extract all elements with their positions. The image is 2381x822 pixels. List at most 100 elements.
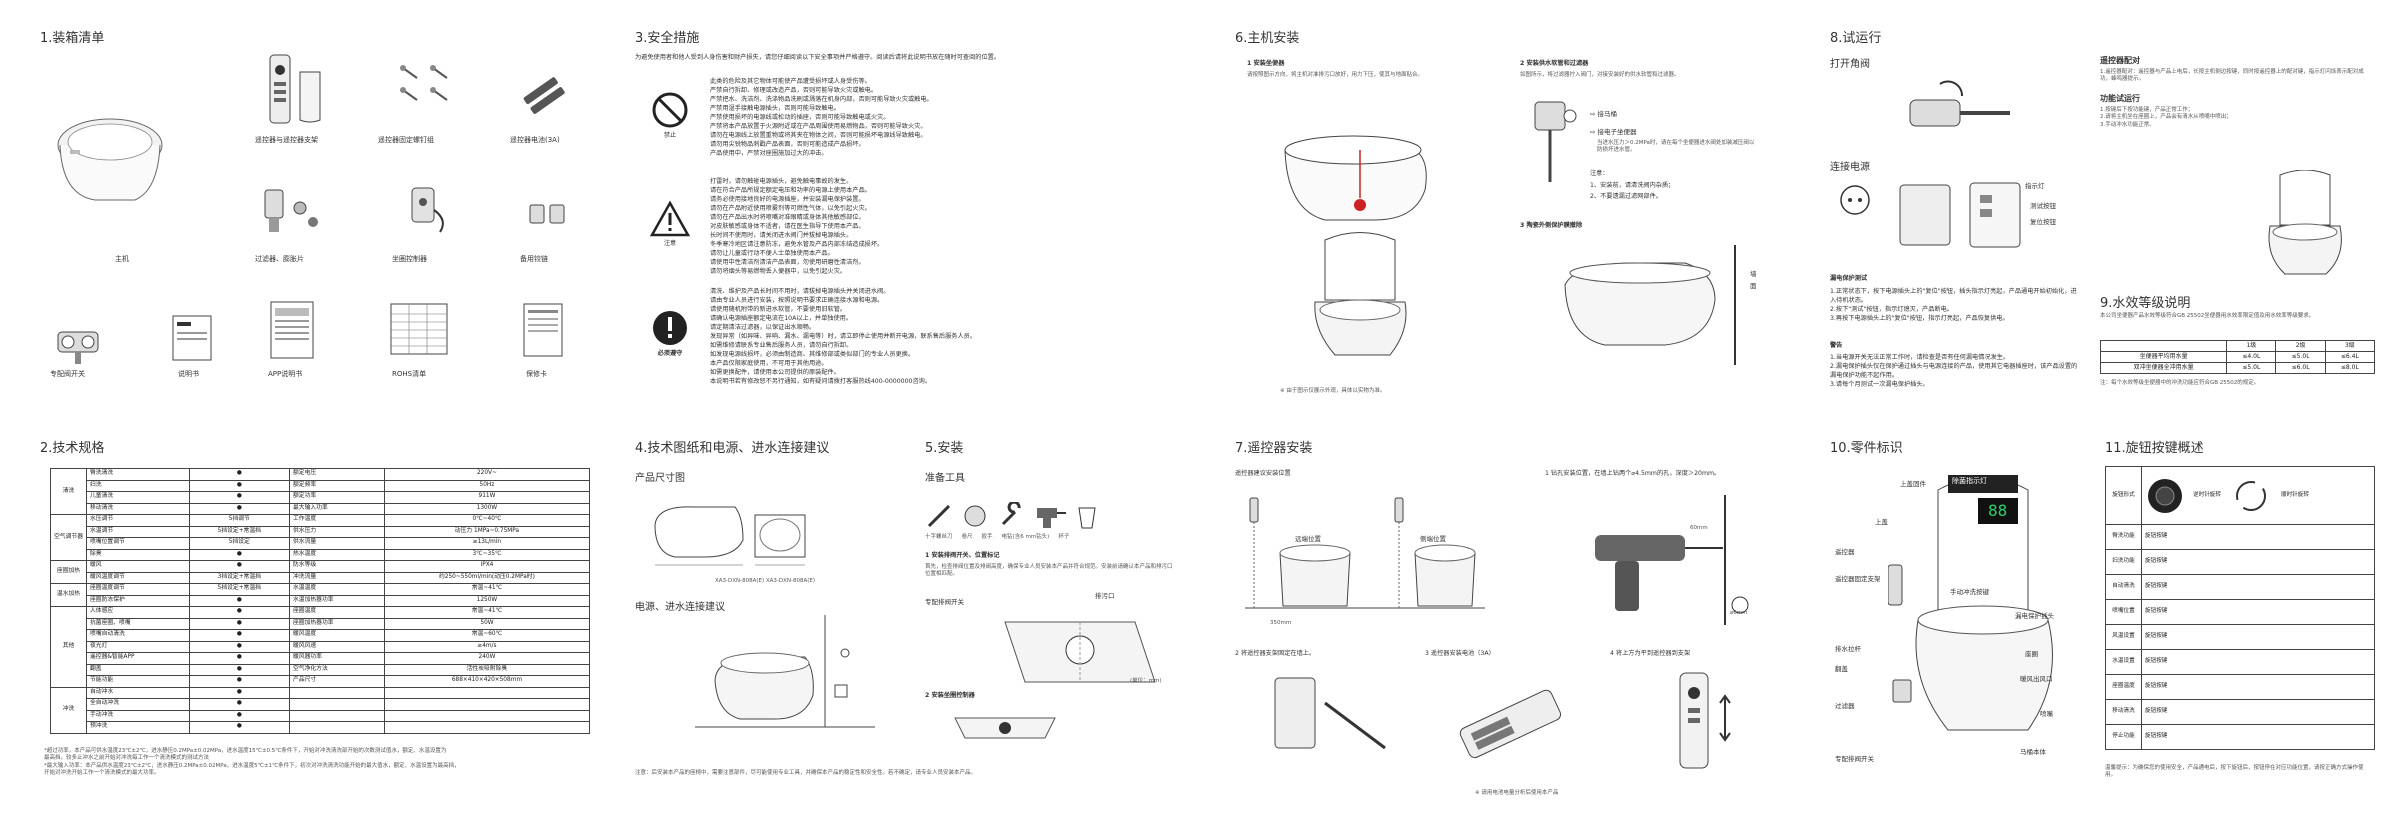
spec-cell: ● (188, 502, 290, 515)
spec-cell: ● (188, 629, 290, 642)
size-drawing (635, 495, 815, 575)
spec-row: 夜光灯●暖风风速≥4m/s (51, 640, 591, 653)
battery-illustration (520, 70, 570, 120)
section-packing-list: 1.装箱清单 主机 遥控器与遥控器支架 (40, 30, 600, 410)
spec-cell: 工作温度 (288, 514, 385, 527)
knob-action-text: 旋钮按键 (2145, 683, 2168, 690)
item-label: 主机 (115, 255, 129, 263)
spec-cell: 自动冲水 (86, 686, 190, 699)
spec-cell: 额定频率 (288, 479, 385, 492)
part-label: 遥控器固定支架 (1835, 575, 1881, 583)
power-plug-drawing (1830, 175, 2070, 265)
spec-cell: 暖风 (86, 560, 190, 573)
safety-line: 严禁自行拆卸、修理或改造产品，否则可能导致火灾或触电。 (710, 86, 878, 94)
pair-title: 遥控器配对 (2100, 56, 2140, 65)
product-size-label: 产品尺寸图 (635, 472, 685, 484)
section-water-efficiency: 遥控器配对 1.遥控器配对：遥控器与产品上电后，长按主机侧边按键，同时按遥控器上… (2100, 55, 2380, 410)
safety-intro: 为避免使用者和他人受到人身伤害和财产损失，请您仔细阅读以下安全事项并严格遵守。阅… (635, 54, 1001, 61)
manual-illustration (165, 310, 220, 365)
spec-group: 清洗 (50, 468, 87, 515)
dim-6mm: ⌀6mm (1730, 610, 1748, 616)
spec-cell: 常温~41℃ (383, 606, 591, 619)
water-cell: ≤6.4L (2324, 351, 2376, 364)
spec-cell: 额定电压 (288, 468, 385, 481)
knob-row-content: 旋钮按键 (2141, 574, 2375, 600)
spec-cell: 5挡设定+常温挡 (188, 525, 290, 538)
func-step: 3.手动冲水功能正常。 (2100, 121, 2155, 128)
knob-action-text: 旋钮按键 (2145, 658, 2168, 665)
install-step1-desc: 首先，检查排阀位置及排阀高度，确保专业人员安装本产品并符合规范。安装前请确认本产… (925, 564, 1173, 578)
spec-cell: ● (188, 548, 290, 561)
section-title: 8.试运行 (1830, 31, 1882, 46)
leak-step: 2.按下"测试"按钮，指示灯熄灭，产品断电。 (1830, 305, 1953, 313)
drill-drawing (1555, 495, 1755, 625)
spec-cell: 活性炭吸附除臭 (383, 663, 591, 676)
spec-cell: 水温调节 (86, 525, 190, 538)
knob-action-text: 旋钮按键 (2145, 708, 2168, 715)
mount-drawing (1655, 668, 1745, 778)
test-button-label: 测试按钮 (2030, 202, 2056, 210)
safety-line: 本说明书若有修改恕不另行通知，如有疑问请拨打客服热线400-0000000咨询。 (710, 377, 932, 385)
warn-steps: 1.当电源开关无法正常工作时，请检查是否有任何漏电情况发生。2.漏电保护插头仅在… (1830, 354, 2080, 390)
part-label: 过滤器 (1835, 702, 1855, 710)
tool-names: 十字螺丝刀 卷尺 扳手 电钻(含6 mm钻头) 杯子 (925, 534, 1069, 541)
far-position-label: 远端位置 (1295, 535, 1321, 543)
spec-cell: 供水压力 (288, 525, 385, 538)
section-title: 4.技术图纸和电源、进水连接建议 (635, 441, 830, 456)
power-connection-label: 电源、进水连接建议 (635, 602, 725, 613)
main-step2: 2 安装供水软管和过滤器 (1520, 60, 1589, 67)
power-drawing (685, 615, 885, 735)
spec-row: 翻盖●空气净化方法活性炭吸附除臭 (51, 663, 591, 676)
section-title: 2.技术规格 (40, 441, 105, 456)
spec-cell: ● (188, 640, 290, 653)
remote-step1: 1 钻孔安装位置，在墙上钻两个⌀4.5mm的孔，深度＞20mm。 (1545, 470, 1721, 477)
unit-label: (单位：mm) (1130, 678, 1162, 684)
knob-row: 喷嘴位置旋钮按键 (2105, 599, 2375, 625)
section-title: 10.零件标识 (1830, 441, 1903, 456)
water-cell: ≤4.0L (2226, 351, 2277, 364)
main-caption: ※ 由于图示仅展示外观，具体以实物为准。 (1280, 388, 1386, 394)
spec-cell: 5挡调节 (188, 514, 290, 527)
leak-steps: 1.正常状态下，按下电源插头上的"复位"按钮，插头指示灯亮起，产品通电开始初始化… (1830, 288, 2080, 324)
safety-line: 如需更换配件，请使用本公司提供的原装配件。 (710, 368, 840, 376)
item-label: 坐圈控制器 (392, 255, 427, 263)
hose-drawing (1520, 92, 1590, 192)
must-icon (653, 311, 687, 345)
knob-row-content: 旋钮按键 (2141, 699, 2375, 725)
pair-text: 1.遥控器配对：遥控器与产品上电后，长按主机侧边按键，同时按遥控器上的配对键，指… (2100, 68, 2364, 83)
item-label: 过滤器、膨胀片 (255, 255, 304, 263)
knob-row: 座圈温度旋钮按键 (2105, 674, 2375, 700)
spec-cell: 动压力 1MPa~0.75MPa (383, 525, 591, 538)
item-label: 专配阀开关 (50, 370, 85, 378)
app-manual-illustration (265, 298, 320, 363)
safety-line: 严禁把水、洗洁剂、洗涤物品洗刷或溅落在机身内部，否则可能导致火灾或触电。 (710, 95, 933, 103)
spec-cell: 50W (383, 617, 591, 630)
func-title: 功能试运行 (2100, 94, 2140, 104)
hose-label-seat: ⇨ 接电子坐便器 (1590, 128, 1637, 136)
safety-line: 请勿在电源线上放置重物或将其夹在物体之间，否则可能损坏电源线导致触电。 (710, 131, 927, 139)
dim-60mm: 60mm (1690, 525, 1708, 531)
main-step3: 3 陶瓷外侧保护膜撤除 (1520, 222, 1583, 229)
spec-cell: 喷嘴位置调节 (86, 537, 190, 550)
spec-cell: 手动冲洗 (86, 709, 190, 722)
spec-cell (288, 686, 385, 699)
knob-label: 逆时针旋转 (2193, 491, 2221, 498)
item-label: 说明书 (178, 370, 199, 378)
install-step1: 1 安装排阀开关、位置标记 (925, 552, 1000, 559)
spec-group: 温水加热 (50, 583, 87, 607)
knob-row: 风温设置旋钮按键 (2105, 624, 2375, 650)
spec-cell: 5挡设定+常温挡 (188, 583, 290, 596)
knob-row-label: 自动清洗 (2105, 574, 2142, 600)
pressure-note: 当进水压力＞0.2MPa时，请在每个坐便器进水阀处加装减压阀以防损坏进水管。 (1597, 140, 1755, 154)
spec-cell: 5挡设定 (188, 537, 290, 550)
spec-cell: 暖风器功率 (288, 652, 385, 665)
spec-cell: 240W (383, 652, 591, 665)
section-title: 11.旋钮按键概述 (2105, 441, 2204, 456)
spec-cell: ● (188, 709, 290, 722)
safety-line: 请由专业人员进行安装，按照说明书要求正确连接水源和电源。 (710, 296, 884, 304)
knob-row: 妇洗功能旋钮按键 (2105, 549, 2375, 575)
